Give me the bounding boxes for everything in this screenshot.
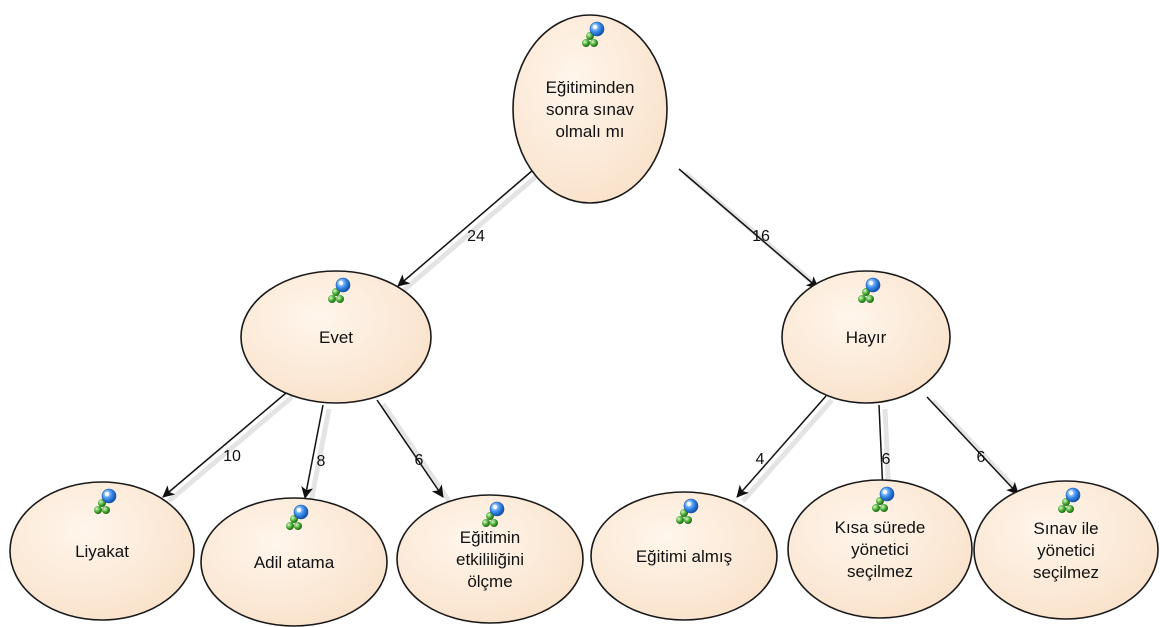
node-liyakat[interactable]: Liyakat [9, 481, 195, 621]
node-label-line: yönetici [851, 540, 909, 559]
edge-weight-label: 10 [223, 448, 241, 465]
edge-shadow [931, 399, 1026, 500]
node-evet[interactable]: Evet [240, 270, 432, 404]
node-label-line: Kısa sürede [835, 518, 926, 537]
edge-arrow [736, 395, 827, 498]
edge-hayir-to-egitimi-almis: 4 [736, 395, 834, 503]
node-label-line: Liyakat [75, 542, 129, 561]
node-ellipse [590, 491, 778, 621]
blue-green-spheres-icon [582, 21, 605, 47]
node-ellipse [781, 270, 951, 404]
node-label-line: yönetici [1037, 541, 1095, 560]
node-label-line: Hayır [846, 328, 887, 347]
edge-shadow [741, 398, 834, 503]
node-kisa-surede[interactable]: Kısa sürede yönetici seçilmez [787, 479, 973, 619]
node-ellipse [200, 497, 388, 627]
edge-shadow [402, 172, 541, 292]
edge-root-to-hayir: 16 [678, 168, 826, 294]
edge-evet-to-adil-atama: 8 [301, 404, 332, 503]
blue-green-spheres-icon [858, 277, 881, 303]
nodes-layer: Eğitiminden sonra sınav olmalı mı Evet Hayır… [9, 14, 1159, 627]
blue-green-spheres-icon [676, 498, 699, 524]
node-root[interactable]: Eğitiminden sonra sınav olmalı mı [512, 14, 668, 204]
edges-layer: 24 16 10 8 6 4 6 6 [162, 168, 1026, 503]
edge-shadow [308, 408, 332, 503]
node-sinav-ile[interactable]: Sınav ile yönetici seçilmez [973, 480, 1159, 620]
node-egitimi-almis[interactable]: Eğitimi almış [590, 491, 778, 621]
edge-arrow [376, 399, 444, 498]
node-adil-atama[interactable]: Adil atama [200, 497, 388, 627]
edge-arrow [678, 168, 819, 289]
node-ellipse [973, 480, 1159, 620]
blue-green-spheres-icon [286, 504, 309, 530]
edge-weight-label: 24 [467, 228, 485, 245]
node-label-line: olmalı mı [556, 122, 625, 141]
node-label-line: Adil atama [254, 553, 335, 572]
edge-weight-label: 6 [977, 449, 986, 466]
node-label-line: Eğitimin [460, 528, 520, 547]
blue-green-spheres-icon [94, 488, 117, 514]
edge-weight-label: 6 [415, 452, 424, 469]
edge-weight-label: 8 [317, 453, 326, 470]
node-label-line: Eğitiminden [546, 78, 635, 97]
edge-shadow [683, 171, 826, 294]
edge-root-to-evet: 24 [397, 169, 541, 292]
edge-arrow [162, 392, 287, 498]
node-hayir[interactable]: Hayır [781, 270, 951, 404]
node-ellipse [512, 14, 668, 204]
edge-arrow [301, 404, 324, 499]
blue-green-spheres-icon [1058, 487, 1081, 513]
edge-evet-to-liyakat: 10 [162, 392, 294, 503]
edge-hayir-to-sinav-ile: 6 [926, 396, 1026, 500]
edge-arrow [397, 169, 534, 287]
edge-weight-label: 4 [756, 451, 765, 468]
node-ellipse [240, 270, 432, 404]
blue-green-spheres-icon [872, 486, 895, 512]
node-label-line: seçilmez [1033, 563, 1099, 582]
node-label-line: ölçme [467, 572, 512, 591]
node-label-line: Eğitimi almış [636, 547, 732, 566]
node-ellipse [787, 479, 973, 619]
blue-green-spheres-icon [328, 277, 351, 303]
node-label-line: Sınav ile [1033, 519, 1098, 538]
node-label-line: seçilmez [847, 562, 913, 581]
edge-shadow [167, 395, 294, 503]
blue-green-spheres-icon [482, 501, 505, 527]
edge-arrow [876, 404, 889, 494]
edge-evet-to-egitimin-etkililigini: 6 [376, 399, 452, 503]
node-label-line: Evet [319, 328, 353, 347]
edge-weight-label: 6 [882, 451, 891, 468]
node-label-line: sonra sınav [546, 100, 634, 119]
edge-arrow [926, 396, 1019, 495]
node-label-line: etkililiğini [456, 550, 524, 569]
node-egitimin-etkililigini[interactable]: Eğitimin etkililiğini ölçme [396, 494, 584, 624]
edge-weight-label: 16 [752, 228, 770, 245]
node-ellipse [9, 481, 195, 621]
node-ellipse [396, 494, 584, 624]
